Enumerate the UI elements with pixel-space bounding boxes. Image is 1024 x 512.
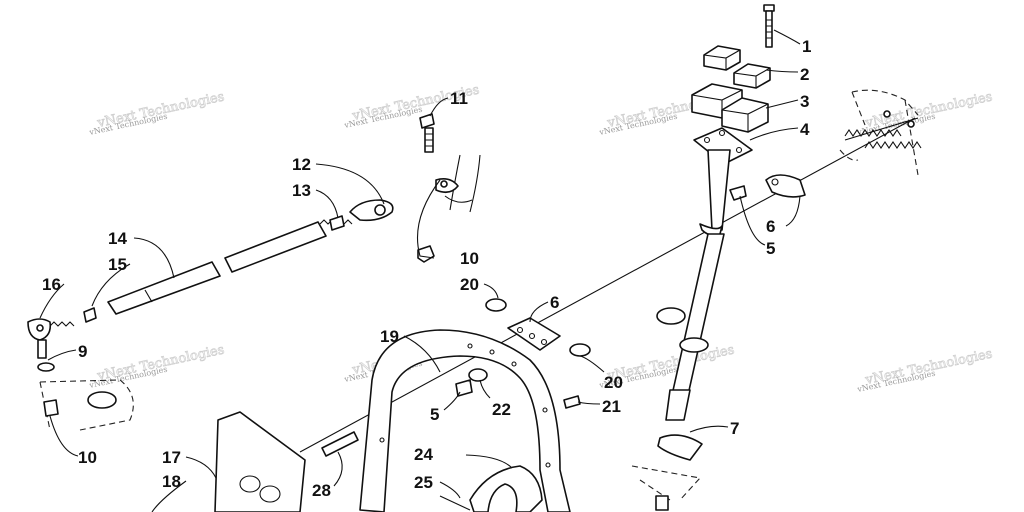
callout-4: 4 bbox=[800, 120, 810, 139]
part-pin-21 bbox=[563, 395, 581, 409]
callout-28: 28 bbox=[312, 481, 331, 500]
part-frame bbox=[359, 329, 571, 512]
callout-20-upper: 20 bbox=[460, 275, 479, 294]
part-lower-clamp bbox=[691, 83, 769, 133]
part-grommet-lower bbox=[455, 379, 473, 397]
spring-lower bbox=[864, 141, 922, 149]
part-bolt-11 bbox=[419, 113, 435, 153]
callout-15: 15 bbox=[108, 255, 127, 274]
part-cable-clamp-lower bbox=[507, 317, 561, 351]
callout-16: 16 bbox=[42, 275, 61, 294]
part-stud-28 bbox=[321, 431, 359, 457]
callout-11: 11 bbox=[450, 89, 468, 108]
callout-22: 22 bbox=[492, 400, 511, 419]
callout-24: 24 bbox=[414, 445, 433, 464]
callout-5-lower: 5 bbox=[430, 405, 439, 424]
callout-2: 2 bbox=[800, 65, 809, 84]
callouts: 1 2 3 4 5 5 6 6 7 9 10 10 11 12 13 14 15… bbox=[42, 37, 811, 500]
callout-20-lower: 20 bbox=[604, 373, 623, 392]
part-grommet-upper bbox=[729, 185, 747, 201]
part-washer-9 bbox=[37, 362, 55, 372]
callout-9: 9 bbox=[78, 342, 87, 361]
part-cable-clamp-upper bbox=[765, 174, 806, 198]
callout-18: 18 bbox=[162, 472, 181, 491]
callout-5-upper: 5 bbox=[766, 239, 775, 258]
part-clamp-blocks bbox=[703, 45, 771, 89]
part-steering-arm-left bbox=[39, 379, 134, 431]
part-spindle-bracket bbox=[435, 154, 481, 213]
callout-6-lower: 6 bbox=[550, 293, 559, 312]
spring-upper bbox=[844, 129, 902, 137]
callout-10-lower: 10 bbox=[78, 448, 97, 467]
callout-10-upper: 10 bbox=[460, 249, 479, 268]
spring-end-lower bbox=[907, 120, 915, 128]
spring-parts bbox=[844, 110, 922, 149]
callout-21: 21 bbox=[602, 397, 621, 416]
part-hose-clamps bbox=[485, 298, 591, 357]
watermark-4: vNext Technologies vNext Technologies bbox=[856, 89, 994, 137]
control-cable-upper bbox=[844, 117, 919, 141]
watermark-8: vNext Technologies vNext Technologies bbox=[856, 346, 994, 394]
callout-3: 3 bbox=[800, 92, 809, 111]
leader-lines bbox=[39, 29, 801, 512]
control-cable bbox=[299, 117, 916, 453]
callout-14: 14 bbox=[108, 229, 127, 248]
part-steering-post bbox=[631, 149, 731, 511]
callout-1: 1 bbox=[802, 37, 811, 56]
part-panel bbox=[214, 411, 306, 512]
part-linkage bbox=[439, 465, 543, 512]
callout-6-upper: 6 bbox=[766, 217, 775, 236]
part-washer-22 bbox=[468, 368, 488, 382]
part-bolt-top bbox=[763, 4, 775, 48]
callout-17: 17 bbox=[162, 448, 181, 467]
watermark-5: vNext Technologies vNext Technologies bbox=[88, 342, 226, 390]
callout-7: 7 bbox=[730, 419, 739, 438]
part-tie-rod-assembly bbox=[27, 199, 394, 359]
part-nut-10-upper bbox=[417, 245, 435, 263]
callout-13: 13 bbox=[292, 181, 311, 200]
watermark-1: vNext Technologies vNext Technologies bbox=[88, 89, 226, 137]
callout-12: 12 bbox=[292, 155, 311, 174]
callout-19: 19 bbox=[380, 327, 399, 346]
spring-end-upper bbox=[883, 110, 891, 118]
callout-25: 25 bbox=[414, 473, 433, 492]
